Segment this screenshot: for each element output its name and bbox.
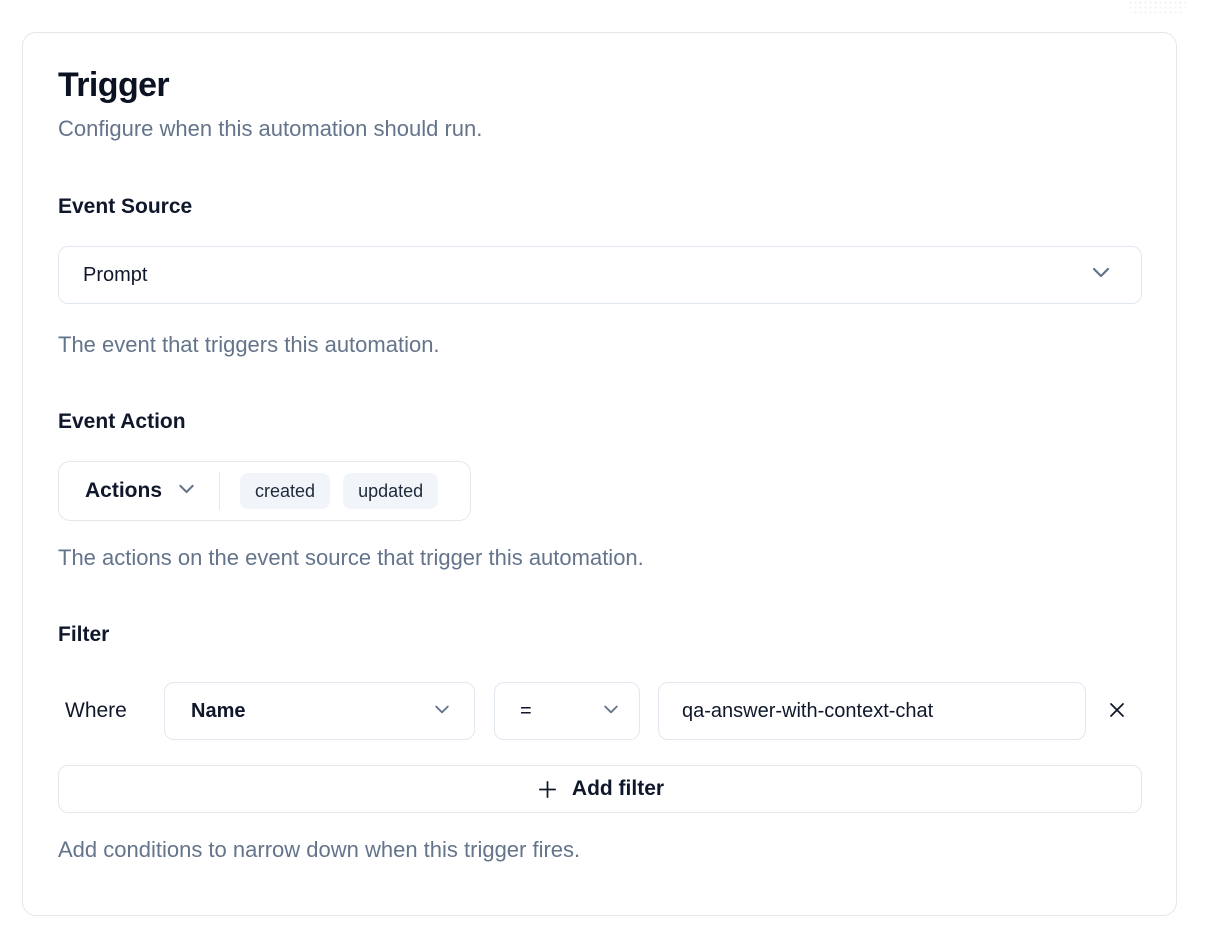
add-filter-label: Add filter	[571, 777, 665, 800]
page-title: Trigger	[58, 66, 170, 104]
divider	[219, 472, 221, 510]
actions-dropdown-label: Actions	[85, 479, 163, 502]
event-source-label: Event Source	[58, 195, 193, 218]
selected-action-badges: created updated	[240, 473, 439, 509]
action-badge-created[interactable]: created	[240, 473, 331, 509]
filter-label: Filter	[58, 623, 110, 646]
actions-dropdown[interactable]: Actions	[85, 478, 197, 505]
trigger-config-card: Trigger Configure when this automation s…	[22, 32, 1177, 916]
event-source-help: The event that triggers this automation.	[58, 332, 440, 357]
filter-help: Add conditions to narrow down when this …	[58, 837, 581, 862]
filter-operator-select[interactable]: =	[494, 682, 640, 740]
action-badge-updated[interactable]: updated	[343, 473, 439, 509]
chevron-down-icon	[176, 478, 197, 505]
page-subtitle: Configure when this automation should ru…	[58, 116, 483, 141]
plus-icon	[536, 778, 559, 801]
event-action-help: The actions on the event source that tri…	[58, 545, 644, 570]
close-icon	[1105, 698, 1129, 725]
chevron-down-icon	[601, 699, 621, 724]
add-filter-button[interactable]: Add filter	[58, 765, 1142, 813]
chevron-down-icon	[432, 699, 452, 724]
filter-condition-row: Where Name =	[58, 682, 1142, 740]
filter-operator-value: =	[520, 699, 532, 722]
filter-value-input[interactable]	[658, 682, 1086, 740]
remove-filter-button[interactable]	[1092, 686, 1142, 736]
event-action-combo: Actions created updated	[58, 461, 472, 521]
event-action-label: Event Action	[58, 410, 186, 433]
where-label: Where	[65, 699, 127, 722]
cropped-element-artifact	[1128, 0, 1186, 16]
chevron-down-icon	[1089, 260, 1113, 290]
event-source-select[interactable]: Prompt	[58, 246, 1142, 304]
event-source-value: Prompt	[83, 263, 148, 286]
filter-field-value: Name	[191, 699, 246, 722]
filter-field-select[interactable]: Name	[164, 682, 475, 740]
